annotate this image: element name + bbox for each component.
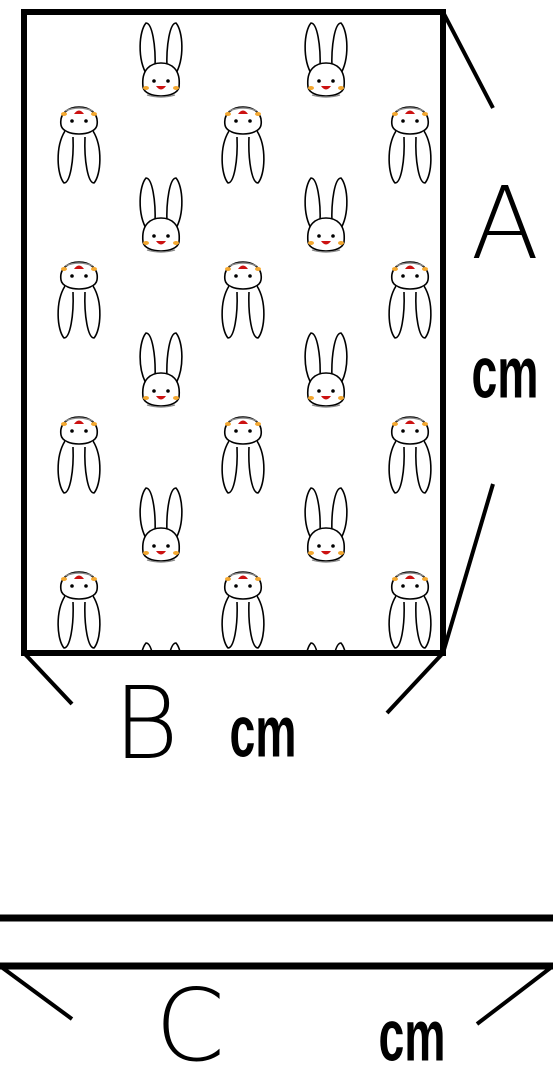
dimension-c-callout: C cm <box>0 914 553 1066</box>
dimension-b-leader-left <box>22 651 74 706</box>
dimension-a-leader-top <box>441 11 495 109</box>
rabbit-face-ears-down <box>58 727 100 803</box>
dimension-c-unit: cm <box>378 995 445 1066</box>
fabric-outline <box>21 9 446 656</box>
dimension-a-leader-bottom <box>441 483 495 654</box>
dimension-c-leader-left <box>0 964 74 1021</box>
fabric-panel <box>21 9 446 803</box>
dimension-b-unit: cm <box>229 691 296 772</box>
dimension-a-unit: cm <box>471 332 538 413</box>
dimension-a-letter: A <box>471 165 539 282</box>
rabbit-face-ears-down <box>389 727 431 803</box>
dimension-b-letter: B <box>113 665 178 782</box>
dimension-a-callout: A cm <box>441 11 539 654</box>
dimension-c-letter: C <box>155 967 225 1066</box>
dimension-c-leader-right <box>475 964 553 1026</box>
dimension-b-leader-right <box>385 651 445 715</box>
dimension-b-callout: B cm <box>22 651 445 782</box>
